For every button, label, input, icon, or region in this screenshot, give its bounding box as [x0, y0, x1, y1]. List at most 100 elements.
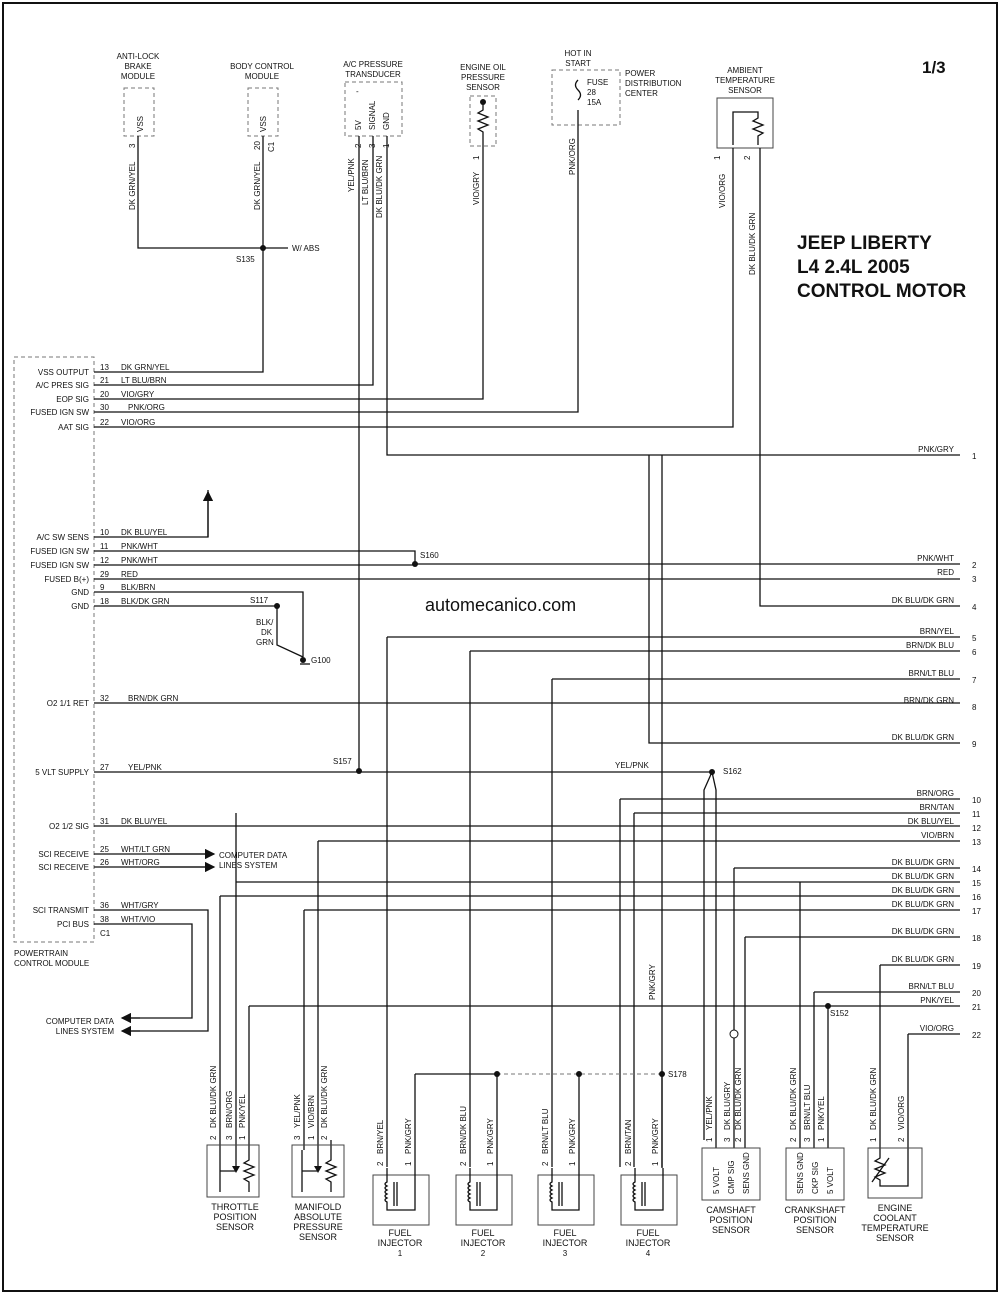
wire: [94, 550, 960, 565]
pcm-pin-wire-color: BLK/BRN: [121, 583, 155, 592]
pcm-pin-wire-color: PNK/WHT: [121, 556, 158, 565]
pcm-pin-number: 26: [100, 858, 109, 867]
inj3-pin-wire-color: BRN/LT BLU: [541, 1108, 550, 1154]
fuse-label: FUSE: [587, 78, 608, 87]
cmp-pin-name-2: CMP SIG: [727, 1160, 736, 1194]
bcm-pin-num: 20: [253, 141, 262, 150]
right-output-wire-color: BRN/ORG: [917, 789, 954, 798]
tps-box: [206, 1144, 260, 1198]
pcm-pin-wire-color: LT BLU/BRN: [121, 376, 167, 385]
splice-dot: [260, 245, 266, 251]
pcm-pin-label: SCI RECEIVE: [38, 863, 89, 872]
ground-wire-3: GRN: [256, 638, 274, 647]
splice-dot: [300, 657, 306, 663]
pcm-pin-label: FUSED B(+): [44, 575, 89, 584]
inj1-pin-wire-color: BRN/YEL: [376, 1119, 385, 1154]
pcm-pin-wire-color: WHT/LT GRN: [121, 845, 170, 854]
fuel-injector-4: FUEL INJECTOR 4: [620, 1168, 678, 1258]
right-output-number: 13: [972, 838, 981, 847]
ckp-label-2: POSITION: [793, 1215, 836, 1225]
right-output-number: 19: [972, 962, 981, 971]
right-output-number: 22: [972, 1031, 981, 1040]
right-output-number: 11: [972, 810, 981, 819]
tps-pin-number: 3: [225, 1135, 234, 1140]
right-output-wire-color: DK BLU/DK GRN: [892, 872, 954, 881]
ac-pressure-transducer: A/C PRESSURE TRANSDUCER - 5V SIGNAL GND …: [343, 60, 403, 218]
eop-wire: VIO/GRY: [472, 171, 481, 205]
wire: [94, 591, 304, 657]
acp-pin-name-signal: SIGNAL: [368, 100, 377, 130]
pcm-pin-wire-color: WHT/ORG: [121, 858, 160, 867]
pcm-pin-label: FUSED IGN SW: [30, 547, 89, 556]
cmp-pin-number: 3: [723, 1137, 732, 1142]
crankshaft-position-sensor: SENS GND CKP SIG 5 VOLT CRANKSHAFT POSIT…: [784, 1147, 846, 1235]
abs-pin-num: 3: [128, 143, 137, 148]
right-output-wire-color: BRN/DK BLU: [906, 641, 954, 650]
inj3-coil: [549, 1168, 580, 1211]
aat-wire-2: DK BLU/DK GRN: [748, 213, 757, 275]
inj2-box: [455, 1174, 513, 1226]
pcm-pin-wire-color: WHT/GRY: [121, 901, 159, 910]
splice-dot: [494, 1071, 500, 1077]
inj4-pin-number: 1: [651, 1161, 660, 1166]
map-pin-number: 2: [320, 1135, 329, 1140]
ect-thermistor-slash: [871, 1157, 890, 1183]
wire: [94, 605, 304, 658]
inj2-label-2: INJECTOR: [461, 1238, 506, 1248]
map-label-2: ABSOLUTE: [294, 1212, 342, 1222]
wire: [711, 771, 717, 1140]
right-output-wire-color: BRN/YEL: [920, 627, 955, 636]
right-output-number: 7: [972, 676, 977, 685]
sensor-pin-labels: 2DK BLU/DK GRN3BRN/ORG1PNK/YEL3YEL/PNK1V…: [209, 1066, 906, 1166]
splice-dot: [480, 99, 486, 105]
ground-g100: G100: [311, 656, 331, 665]
powertrain-control-module: POWERTRAIN CONTROL MODULE C1: [13, 356, 111, 968]
pcm-pin-number: 36: [100, 901, 109, 910]
ect-pin-wire-color: DK BLU/DK GRN: [869, 1068, 878, 1130]
right-output-wire-color: RED: [937, 568, 954, 577]
title-line-1: JEEP LIBERTY: [797, 233, 932, 254]
inj1-label-2: INJECTOR: [378, 1238, 423, 1248]
inj1-pin-number: 2: [376, 1161, 385, 1166]
cdl-2-label-1: COMPUTER DATA: [46, 1017, 115, 1026]
inj1-pin-wire-color: PNK/GRY: [404, 1117, 413, 1154]
inj1-box: [372, 1174, 430, 1226]
right-output-number: 6: [972, 648, 977, 657]
right-output-wire-color: DK BLU/DK GRN: [892, 596, 954, 605]
pcm-pin-label: VSS OUTPUT: [38, 368, 89, 377]
aat-pin-1: 1: [713, 155, 722, 160]
map-pin-wire-color: VIO/BRN: [307, 1095, 316, 1128]
cmp-shield-connector: [729, 1029, 739, 1039]
inj2-pin-number: 1: [486, 1161, 495, 1166]
right-output-wire-color: PNK/GRY: [918, 445, 955, 454]
ambient-temperature-sensor: AMBIENT TEMPERATURE SENSOR 1 2 VIO/ORG D…: [713, 66, 775, 275]
right-output-wire-color: DK BLU/DK GRN: [892, 858, 954, 867]
ect-label-2: COOLANT: [873, 1213, 917, 1223]
fuel-injector-3: FUEL INJECTOR 3: [537, 1168, 595, 1258]
splice-s160: S160: [420, 551, 439, 560]
ect-pin-number: 1: [869, 1137, 878, 1142]
right-output-wire-color: BRN/TAN: [919, 803, 954, 812]
right-output-number: 14: [972, 865, 981, 874]
splice-s152: S152: [830, 1009, 849, 1018]
ect-box: [867, 1147, 923, 1199]
acp-pin-name-5v: 5V: [354, 120, 363, 130]
pcm-pin-label: SCI RECEIVE: [38, 850, 89, 859]
map-potentiometer: [301, 1150, 338, 1192]
pcm-pin-label: A/C SW SENS: [37, 533, 89, 542]
bcm-label-2: MODULE: [245, 72, 279, 81]
inj2-pin-wire-color: BRN/DK BLU: [459, 1106, 468, 1154]
inj3-label-3: 3: [563, 1249, 568, 1258]
right-output-wire-color: BRN/DK GRN: [904, 696, 954, 705]
ckp-label-1: CRANKSHAFT: [784, 1205, 846, 1215]
